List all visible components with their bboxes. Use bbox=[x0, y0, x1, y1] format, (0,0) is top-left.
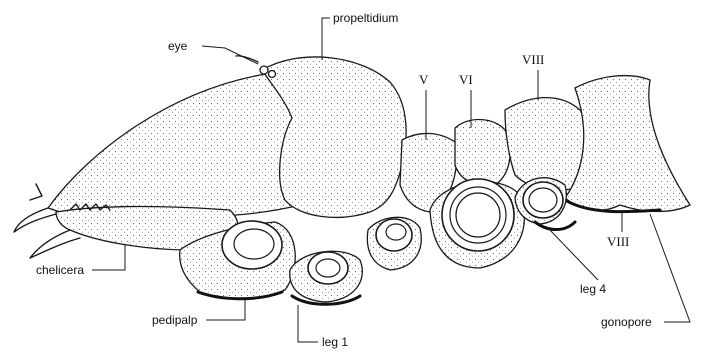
label-pedipalp: pedipalp bbox=[152, 313, 198, 327]
label-leg4: leg 4 bbox=[580, 282, 606, 296]
leader-leg1 bbox=[298, 305, 318, 342]
leader-leg4 bbox=[548, 228, 598, 280]
leader-pedipalp bbox=[206, 300, 245, 320]
leader-eye bbox=[202, 46, 258, 64]
label-segment-viii-top: VIII bbox=[522, 52, 544, 67]
label-propeltidium: propeltidium bbox=[333, 11, 398, 25]
label-segment-viii-bottom: VIII bbox=[607, 234, 629, 249]
leader-chelicera bbox=[92, 244, 125, 270]
leader-gonopore bbox=[650, 214, 690, 322]
label-segment-vi: VI bbox=[459, 72, 473, 87]
leader-propeltidium bbox=[322, 18, 330, 60]
label-chelicera: chelicera bbox=[36, 263, 84, 277]
label-eye: eye bbox=[168, 39, 188, 53]
label-leg1: leg 1 bbox=[322, 335, 348, 349]
label-gonopore: gonopore bbox=[601, 315, 652, 329]
label-segment-v: V bbox=[419, 72, 429, 87]
